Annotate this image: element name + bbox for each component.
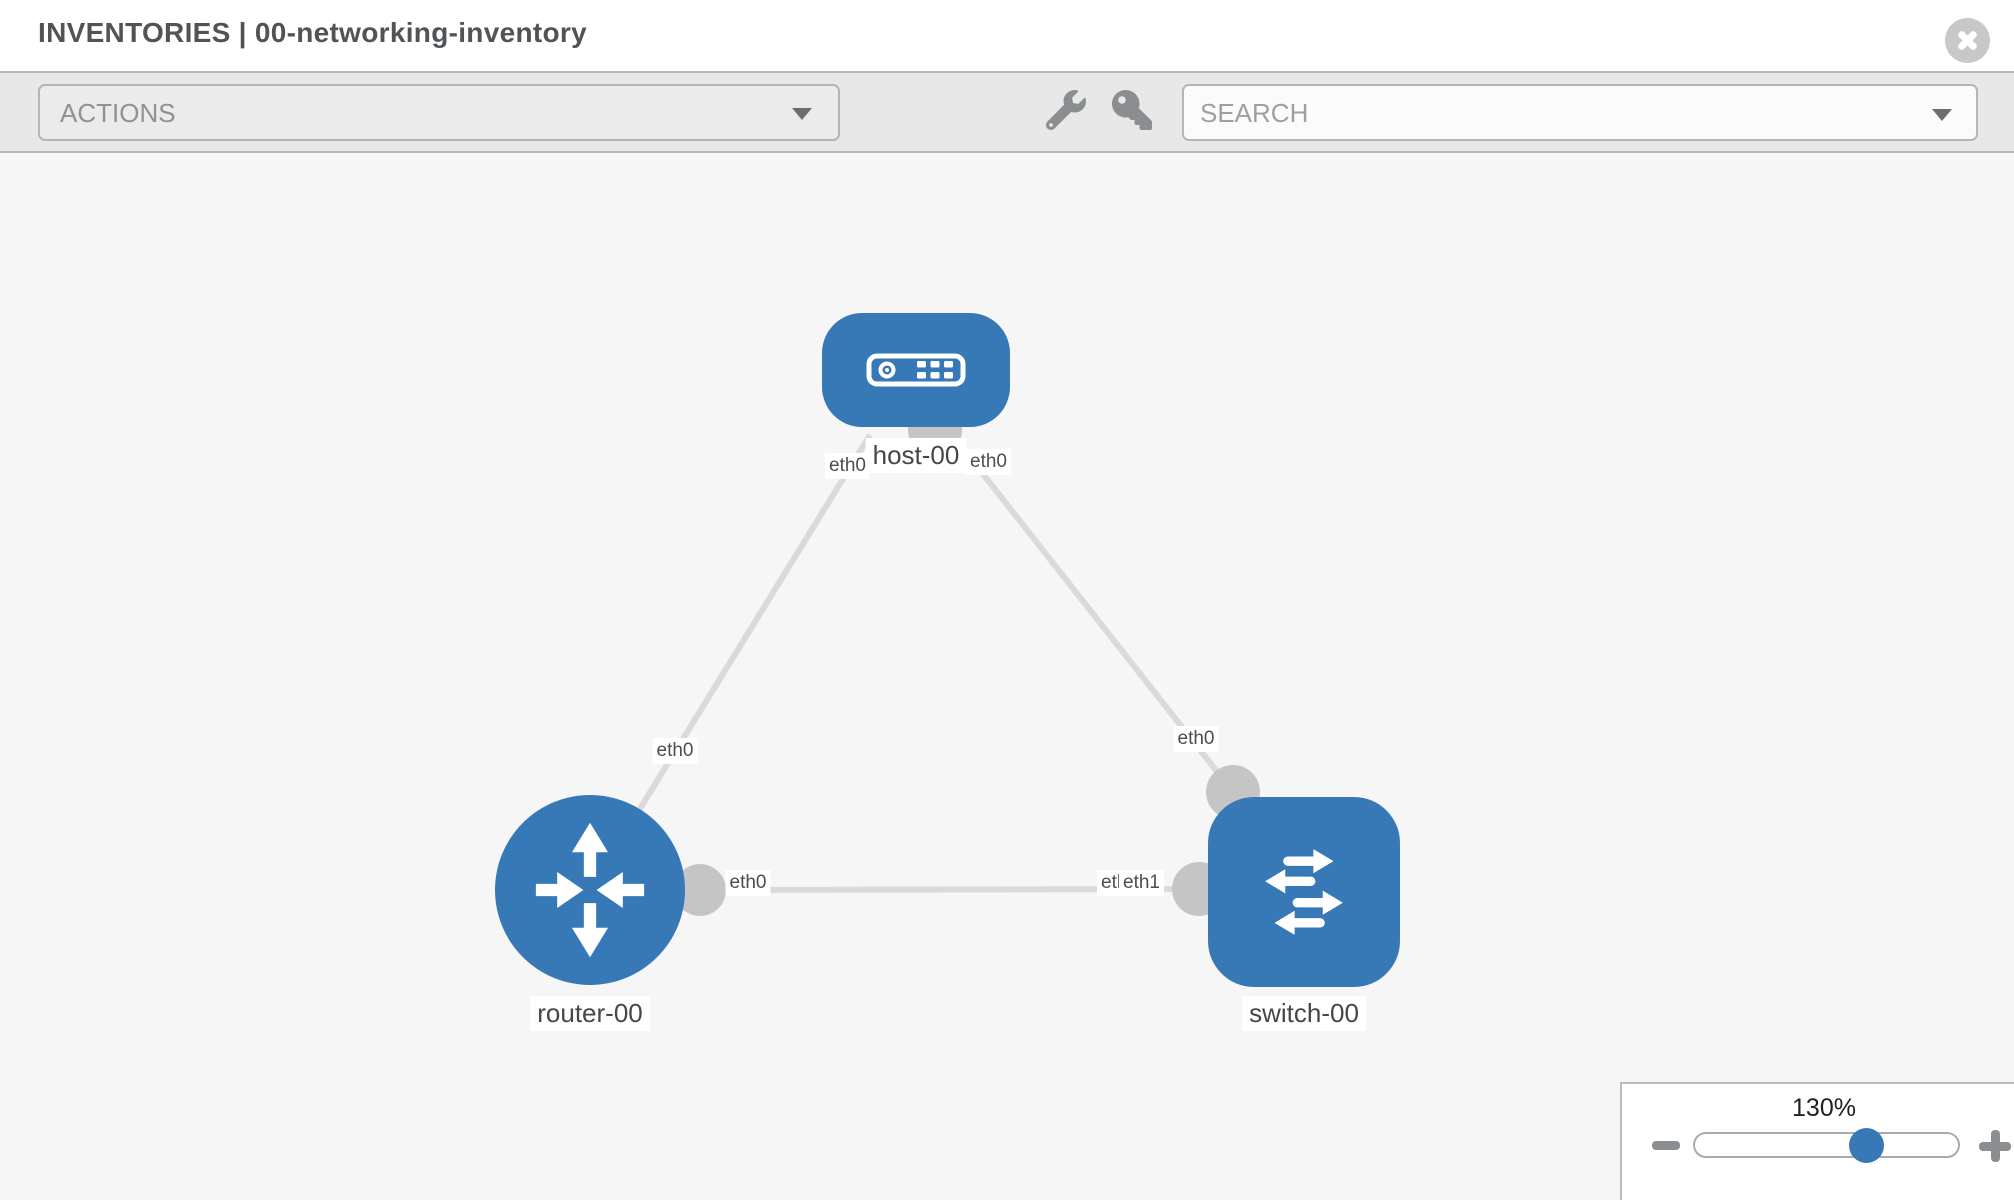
search-input[interactable] [1198,90,1902,136]
key-icon [1112,90,1152,130]
zoom-panel: 130% [1620,1082,2014,1200]
actions-dropdown-label: ACTIONS [60,98,176,128]
node-switch-00[interactable] [1208,797,1400,987]
zoom-level-value: 130% [1792,1094,1856,1122]
interface-label: eth0 [725,870,771,896]
interface-label: eth0 [652,738,698,764]
header: INVENTORIES | 00-networking-inventory [0,0,2014,71]
interface-label: eth1 [1119,870,1164,896]
zoom-out-button minus-icon[interactable] [1652,1141,1680,1150]
interface-label: eth0 [825,453,870,479]
router-arrows-icon [535,822,645,958]
interface-dot-router [674,864,726,916]
wrench-icon [1046,90,1086,130]
node-label-router: router-00 [530,996,650,1031]
node-host-00[interactable] [822,313,1010,427]
credentials-button[interactable] [1112,90,1152,130]
node-router-00[interactable] [495,795,685,985]
node-label-switch: switch-00 [1242,996,1366,1031]
node-label-host: host-00 [865,438,967,473]
server-icon [866,353,966,387]
interface-label: eth0 [1173,726,1219,752]
search-chevron-down-icon[interactable] [1932,109,1952,121]
actions-dropdown[interactable]: ACTIONS [38,84,840,141]
search-box [1182,84,1978,141]
zoom-in-button plus-icon[interactable] [1979,1130,2011,1162]
chevron-down-icon [792,108,812,120]
configure-button[interactable] [1046,90,1086,130]
switch-arrows-icon [1265,849,1343,935]
zoom-slider[interactable] [1693,1132,1960,1158]
page-title: INVENTORIES | 00-networking-inventory [38,17,587,48]
interface-label: eth0 [966,449,1011,475]
topology-canvas[interactable] [0,153,2014,1200]
zoom-slider-thumb[interactable] [1849,1128,1884,1163]
close-button[interactable] [1945,18,1990,63]
